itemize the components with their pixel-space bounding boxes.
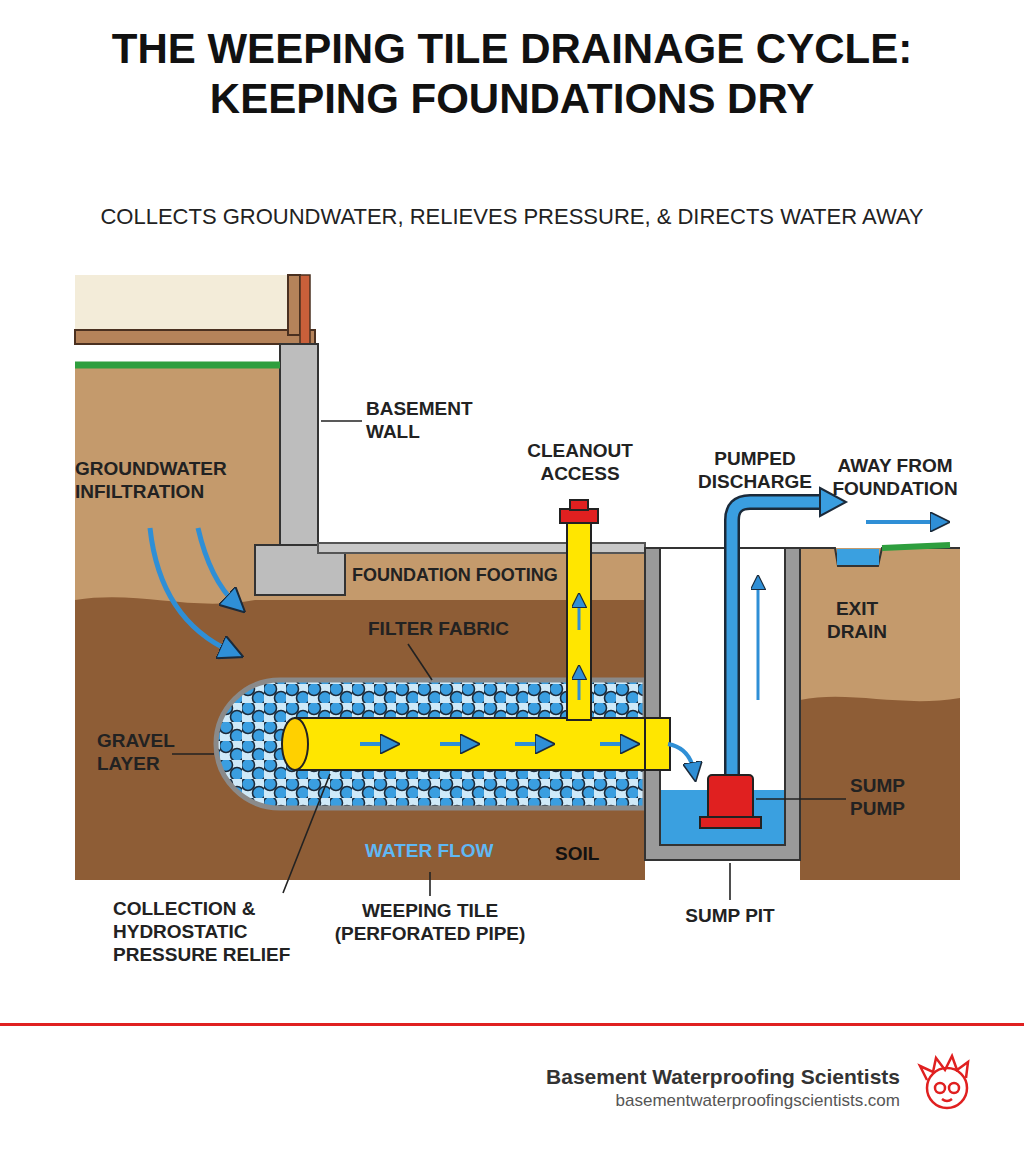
flow-arrow — [757, 582, 760, 700]
deep-soil — [800, 697, 960, 880]
title: THE WEEPING TILE DRAINAGE CYCLE: KEEPING… — [32, 24, 992, 125]
discharge-pipe — [732, 502, 822, 780]
soil — [75, 362, 645, 880]
part-label: SOIL — [555, 843, 635, 866]
exit-drain — [800, 548, 960, 566]
pipe-outlet — [645, 718, 670, 770]
part-label: SUMP PUMP — [850, 775, 950, 821]
part-label: GRAVEL LAYER — [97, 730, 207, 776]
footer-rule — [0, 1023, 1024, 1026]
flow-arrows — [578, 600, 581, 700]
stud — [288, 275, 300, 335]
brand-name: Basement Waterproofing Scientists — [480, 1064, 900, 1089]
pipe-end — [282, 718, 308, 770]
cleanout-pipe — [567, 522, 591, 720]
cleanout-cap — [570, 500, 588, 510]
floor-slab — [318, 543, 645, 553]
part-label: EXIT DRAIN — [807, 598, 907, 644]
part-label: FILTER FABRIC — [368, 618, 568, 641]
cleanout-cap — [560, 509, 598, 523]
part-label: SUMP PIT — [660, 905, 800, 928]
soil — [800, 548, 960, 880]
house-interior — [75, 275, 295, 333]
sump-pit-inside — [660, 548, 785, 845]
perforated-pipe — [295, 718, 665, 770]
floor-joist — [75, 330, 315, 344]
sump-pump — [708, 775, 753, 820]
grass — [75, 362, 280, 369]
leader-lines — [172, 421, 846, 900]
part-label: AWAY FROM FOUNDATION — [825, 455, 965, 501]
basement-wall — [280, 344, 318, 547]
logo — [920, 1056, 968, 1108]
infiltration-arrow — [198, 528, 236, 604]
part-label: COLLECTION & HYDROSTATIC PRESSURE RELIEF — [113, 898, 291, 966]
part-label: CLEANOUT ACCESS — [510, 440, 650, 486]
infiltration-arrow — [150, 528, 232, 652]
discharge-pipe — [732, 502, 822, 780]
part-label: BASEMENT WALL — [366, 398, 496, 444]
part-label: PUMPED DISCHARGE — [685, 448, 825, 494]
sump-pit — [645, 548, 800, 860]
grass — [882, 545, 950, 548]
part-label: GROUNDWATER INFILTRATION — [75, 458, 245, 504]
flow-arrows — [360, 742, 630, 746]
flow-arrow — [668, 744, 694, 772]
brand-url: basementwaterproofingscientists.com — [480, 1091, 900, 1111]
part-label: WEEPING TILE (PERFORATED PIPE) — [315, 900, 545, 946]
flow-label: WATER FLOW — [365, 840, 515, 863]
part-label: FOUNDATION FOOTING — [352, 565, 582, 587]
subtitle: COLLECTS GROUNDWATER, RELIEVES PRESSURE,… — [32, 204, 992, 230]
sill — [300, 275, 310, 345]
exit-water — [837, 549, 879, 565]
pump-base — [700, 817, 761, 828]
away-arrow — [866, 520, 940, 524]
